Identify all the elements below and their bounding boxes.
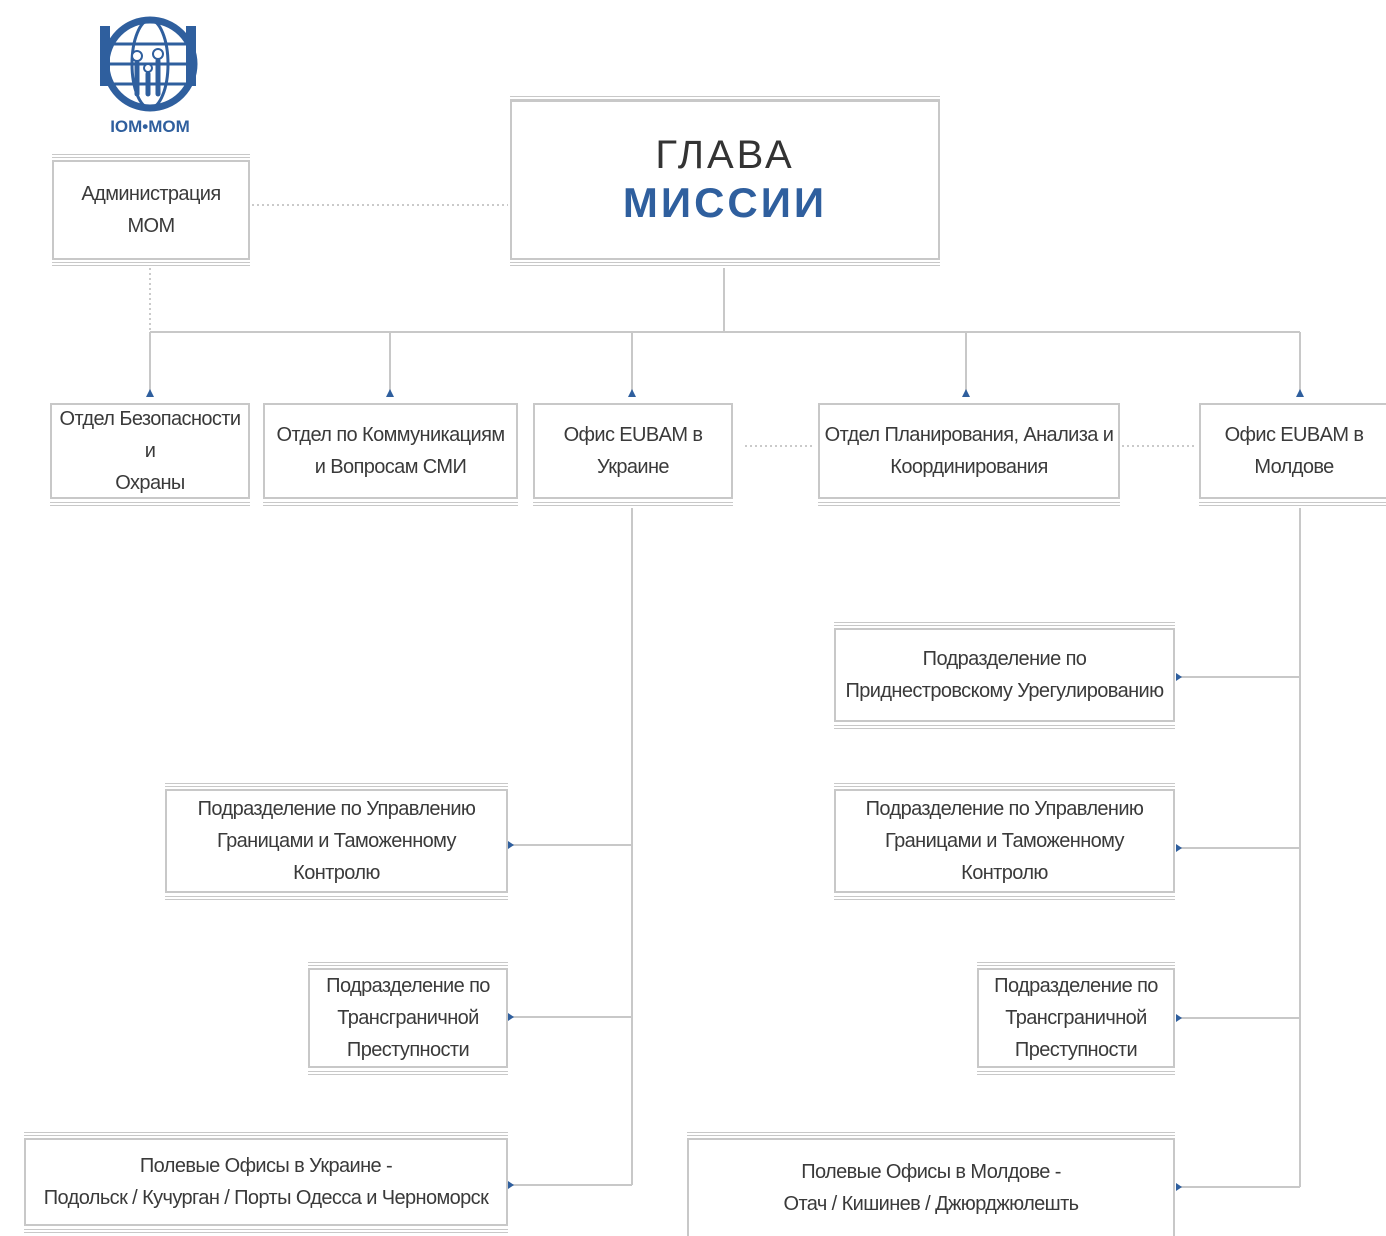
head-title-line2: МИССИИ — [622, 179, 828, 226]
ua-field-underline — [24, 1229, 508, 1233]
admin-label: Администрация МОМ — [81, 183, 221, 237]
md-border-overline — [834, 783, 1175, 787]
head-box-underline — [510, 262, 940, 266]
dept-security-box: Отдел Безопасности и Охраны — [50, 403, 250, 499]
dept-security-label: Отдел Безопасности и Охраны — [59, 408, 242, 494]
admin-box-underline — [52, 262, 250, 266]
ua-border-overline — [165, 783, 508, 787]
md-transnistria-label: Подразделение по Приднестровскому Урегул… — [845, 648, 1164, 702]
md-field-overline — [687, 1132, 1175, 1136]
ua-crime-underline — [308, 1071, 508, 1075]
dept-ukraine-office-box: Офис EUBAM в Украине — [533, 403, 733, 499]
ua-crime-box: Подразделение по Трансграничной Преступн… — [308, 968, 508, 1068]
dept-ukraine-office-underline — [533, 502, 733, 506]
ua-crime-label: Подразделение по Трансграничной Преступн… — [326, 975, 490, 1061]
admin-box-overline — [52, 154, 250, 158]
dept-planning-box: Отдел Планирования, Анализа и Координиро… — [818, 403, 1120, 499]
ua-border-customs-box: Подразделение по Управлению Границами и … — [165, 789, 508, 893]
dept-security-underline — [50, 502, 250, 506]
md-border-customs-box: Подразделение по Управлению Границами и … — [834, 789, 1175, 893]
md-border-customs-label: Подразделение по Управлению Границами и … — [865, 798, 1144, 884]
ua-crime-overline — [308, 962, 508, 966]
ua-field-offices-label: Полевые Офисы в Украине - Подольск / Куч… — [43, 1155, 489, 1209]
logo-text: IOM•MOM — [110, 117, 190, 136]
md-crime-box: Подразделение по Трансграничной Преступн… — [977, 968, 1175, 1068]
head-of-mission-box: ГЛАВА МИССИИ — [510, 100, 940, 260]
dept-planning-label: Отдел Планирования, Анализа и Координиро… — [824, 424, 1114, 478]
md-border-underline — [834, 896, 1175, 900]
md-field-offices-label: Полевые Офисы в Молдове - Отач / Кишинев… — [783, 1161, 1080, 1215]
dept-communications-box: Отдел по Коммуникациям и Вопросам СМИ — [263, 403, 518, 499]
ua-field-overline — [24, 1132, 508, 1136]
admin-box: Администрация МОМ — [52, 160, 250, 260]
md-crime-underline — [977, 1071, 1175, 1075]
md-transnistria-box: Подразделение по Приднестровскому Урегул… — [834, 628, 1175, 722]
head-box-overline — [510, 96, 940, 100]
dept-moldova-office-underline — [1199, 502, 1386, 506]
md-field-offices-box: Полевые Офисы в Молдове - Отач / Кишинев… — [687, 1138, 1175, 1236]
md-transnistria-underline — [834, 725, 1175, 729]
md-transnistria-overline — [834, 622, 1175, 626]
dept-moldova-office-box: Офис EUBAM в Молдове — [1199, 403, 1386, 499]
md-crime-label: Подразделение по Трансграничной Преступн… — [994, 975, 1158, 1061]
dept-moldova-office-label: Офис EUBAM в Молдове — [1224, 424, 1364, 478]
dept-communications-underline — [263, 502, 518, 506]
dept-ukraine-office-label: Офис EUBAM в Украине — [563, 424, 703, 478]
iom-logo: IOM•MOM — [100, 16, 198, 136]
ua-border-customs-label: Подразделение по Управлению Границами и … — [197, 798, 476, 884]
dept-planning-underline — [818, 502, 1120, 506]
dept-communications-label: Отдел по Коммуникациям и Вопросам СМИ — [276, 424, 506, 478]
ua-border-underline — [165, 896, 508, 900]
md-crime-overline — [977, 962, 1175, 966]
head-title-line1: ГЛАВА — [655, 133, 795, 177]
ua-field-offices-box: Полевые Офисы в Украине - Подольск / Куч… — [24, 1138, 508, 1226]
